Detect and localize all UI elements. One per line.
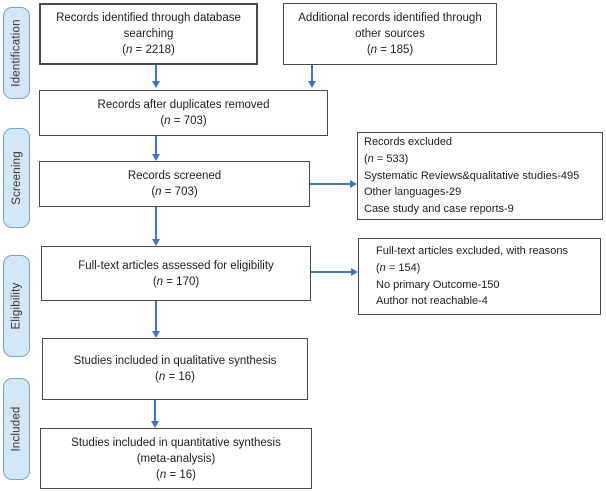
box-text-line: Additional records identified through (298, 12, 482, 24)
box-n-count: (n = 170) (152, 275, 200, 288)
box-n-count: (n = 154) (376, 261, 421, 274)
box-text-line: Records screened (127, 170, 222, 182)
arrow-dedup-to-screened-icon (155, 136, 157, 154)
arrow-identified-to-dedup-icon (155, 65, 157, 81)
box-qualitative-synthesis: Studies included in qualitative synthesi… (42, 338, 308, 400)
box-fulltext-excluded: Full-text articles excluded, with reason… (358, 238, 601, 315)
arrow-fulltext-to-qualitative-icon (155, 301, 157, 331)
box-duplicates-removed: Records after duplicates removed (n = 70… (39, 90, 328, 136)
box-n-count: (n = 16) (155, 371, 195, 383)
box-n-count: (n = 185) (366, 44, 414, 56)
box-reason-line: Author not reachable-4 (376, 295, 488, 308)
box-records-excluded: Records excluded (n = 533) Systematic Re… (357, 132, 603, 220)
box-n-count: (n = 533) (364, 152, 409, 165)
stage-eligibility: Eligibility (3, 255, 30, 357)
arrow-screened-to-fulltext-icon (155, 207, 157, 239)
box-reason-line: No primary Outcome-150 (376, 278, 500, 291)
arrow-screened-to-excluded-icon (310, 183, 350, 185)
box-quantitative-synthesis: Studies included in quantitative synthes… (40, 428, 312, 489)
stage-screening: Screening (3, 128, 30, 228)
box-records-identified: Records identified through database sear… (39, 3, 258, 65)
box-text-line: Full-text articles assessed for eligibil… (78, 259, 274, 272)
box-n-count: (n = 703) (160, 115, 207, 127)
stage-identification: Identification (3, 7, 30, 99)
box-text-line: Full-text articles excluded, with reason… (376, 244, 568, 257)
box-additional-records: Additional records identified through ot… (283, 3, 497, 65)
box-text-line: Studies included in quantitative synthes… (71, 436, 281, 449)
box-reason-line: Case study and case reports-9 (364, 203, 514, 216)
stage-eligibility-label: Eligibility (10, 282, 23, 330)
stage-screening-label: Screening (10, 151, 23, 205)
box-n-count: (n = 16) (156, 468, 196, 481)
box-text-line: other sources (355, 28, 425, 40)
box-n-count: (n = 703) (151, 186, 198, 198)
box-reason-line: Systematic Reviews&qualitative studies-4… (364, 169, 580, 182)
stage-identification-label: Identification (10, 19, 23, 87)
arrow-fulltext-to-excluded-icon (311, 271, 351, 273)
arrow-additional-to-dedup-icon (311, 65, 313, 81)
box-text-line: (meta-analysis) (136, 452, 216, 465)
box-text-line: Records after duplicates removed (97, 99, 270, 111)
arrow-qualitative-to-quantitative-icon (154, 400, 156, 421)
box-text-line: Records excluded (364, 136, 453, 149)
box-records-screened: Records screened (n = 703) (39, 161, 310, 207)
box-n-count: (n = 2218) (122, 44, 175, 56)
box-text-line: Records identified through database (56, 12, 241, 24)
box-text-line: searching (123, 28, 174, 40)
box-text-line: Studies included in qualitative synthesi… (73, 355, 277, 367)
stage-included: Included (3, 378, 30, 480)
box-reason-line: Other languages-29 (364, 186, 462, 199)
box-fulltext-assessed: Full-text articles assessed for eligibil… (41, 246, 311, 301)
stage-included-label: Included (10, 406, 23, 452)
